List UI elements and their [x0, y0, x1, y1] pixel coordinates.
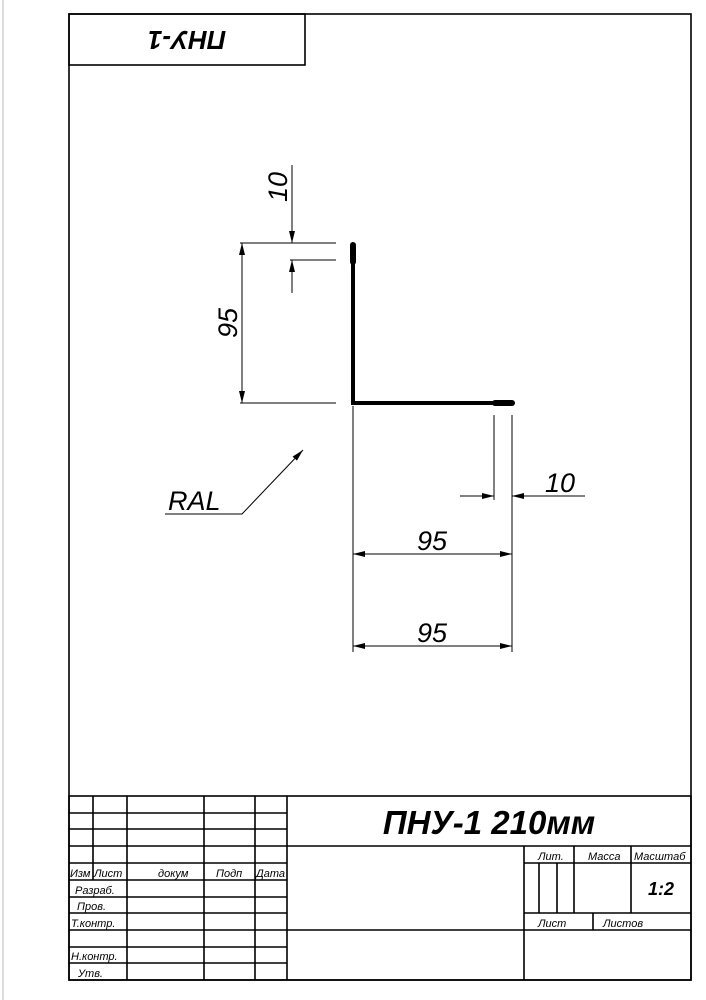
dim-top-hem-label: 10	[263, 172, 293, 202]
header-podp: Подп	[216, 868, 242, 880]
sheets-label: Листов	[602, 918, 643, 930]
lit-label: Лит.	[537, 851, 564, 863]
header-izm: Изм	[70, 868, 91, 880]
dim-vertical-leg-label: 95	[213, 307, 243, 338]
header-dokum: докум	[158, 868, 189, 880]
role-utv: Утв.	[77, 968, 103, 980]
dim-horizontal-inner: 95	[353, 526, 512, 557]
header-data: Дата	[254, 868, 285, 880]
role-prov: Пров.	[77, 901, 106, 913]
drawing-frame	[68, 13, 692, 981]
role-nkontr: Н.контр.	[71, 951, 118, 963]
title-block	[68, 795, 692, 981]
role-tkontr: Т.контр.	[71, 918, 115, 930]
l-profile	[350, 242, 515, 406]
dim-top-hem: 10	[240, 165, 336, 293]
dim-horizontal-inner-label: 95	[417, 526, 448, 556]
header-list: Лист	[93, 868, 122, 880]
top-stamp-box	[68, 13, 306, 66]
dim-vertical-leg: 95	[213, 243, 336, 404]
dim-right-hem-label: 10	[545, 468, 575, 498]
mass-label: Масса	[588, 851, 621, 863]
coating-label: RAL	[168, 486, 221, 516]
drawing-title: ПНУ-1 210мм	[383, 804, 595, 841]
scale-value: 1:2	[648, 879, 674, 899]
dim-horizontal-total-label: 95	[417, 618, 448, 648]
coating-leader: RAL	[165, 449, 304, 516]
scale-label: Масштаб	[634, 851, 686, 863]
role-razrab: Разраб.	[75, 885, 115, 897]
mirrored-stamp-code: ПНУ-1	[148, 25, 226, 55]
sheet-label: Лист	[537, 918, 566, 930]
dim-horizontal-total: 95	[353, 618, 512, 649]
dim-right-hem: 10	[460, 468, 585, 499]
